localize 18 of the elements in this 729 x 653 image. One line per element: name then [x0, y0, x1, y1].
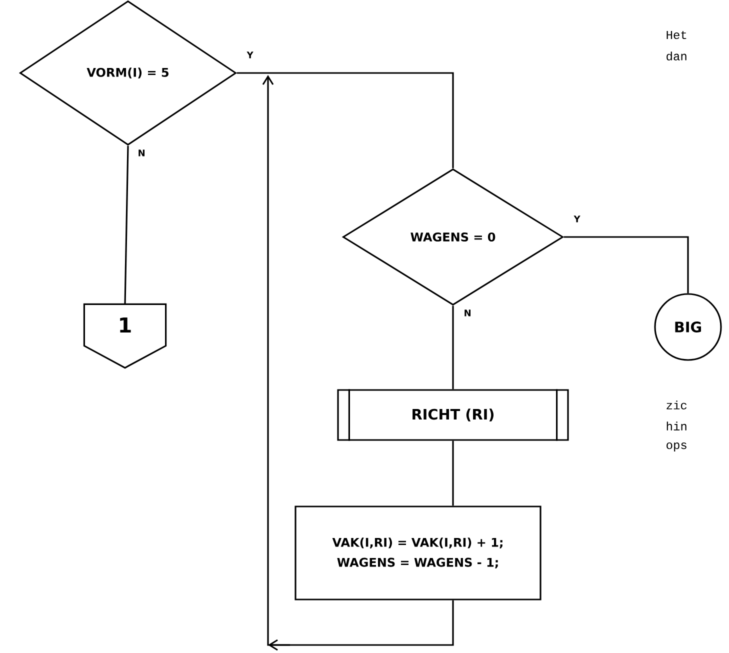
flow-line: [452, 440, 454, 506]
text-fragment: Het: [666, 30, 686, 40]
off-page-connector: 1: [83, 303, 167, 369]
flow-line: [452, 306, 454, 390]
text-fragment: zic: [666, 400, 687, 410]
text-fragment: dan: [666, 52, 686, 60]
edge-label: Y: [574, 216, 580, 222]
edge-label: N: [464, 310, 471, 316]
text-fragment: hin: [666, 422, 686, 430]
process-box: RICHT (RI): [337, 389, 569, 441]
process-box: VAK(I,RI) = VAK(I,RI) + 1; WAGENS = WAGENS - 1;: [294, 506, 542, 600]
edge-label: N: [138, 150, 145, 156]
text-fragment: ops: [666, 442, 686, 452]
flow-line: [236, 72, 454, 168]
edge-label: Y: [246, 52, 254, 58]
flow-line: [564, 236, 689, 294]
flow-line: [124, 146, 129, 304]
flow-line: [262, 75, 454, 651]
